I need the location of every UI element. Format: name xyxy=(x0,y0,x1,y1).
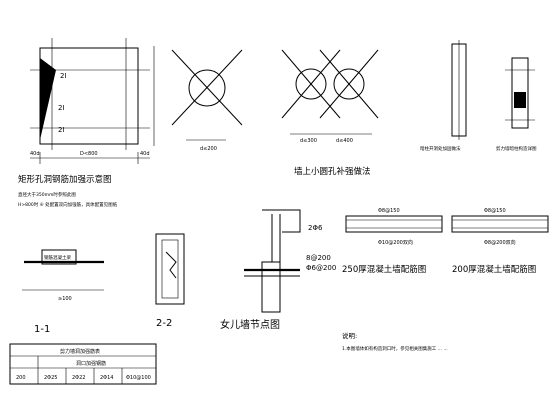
opening-outline xyxy=(39,47,139,145)
section-box xyxy=(41,249,77,265)
table-cell: 2Φ14 xyxy=(100,375,113,381)
diagonal-bar xyxy=(281,49,341,119)
section-1-box-label: 钢筋混凝土梁 xyxy=(44,254,71,261)
wall-200-title: 200厚混凝土墙配筋图 xyxy=(452,264,536,275)
parapet-title: 女儿墙节点图 xyxy=(220,318,280,331)
section-2-2: 2-2 xyxy=(155,233,185,329)
hatched-corner xyxy=(40,58,56,140)
column-outline xyxy=(511,57,529,129)
section-2-title: 2-2 xyxy=(156,318,172,329)
wall-opening-detail: 暗柱开洞处加固做法 xyxy=(420,40,467,152)
dim-40d-right: 40d xyxy=(140,151,150,157)
dim-d-300: d≤300 xyxy=(300,138,317,144)
dim-d-400: d≤400 xyxy=(336,138,353,144)
diagonal-bar xyxy=(171,49,243,126)
section-1-1: 钢筋混凝土梁 ≥100 1-1 xyxy=(22,249,104,335)
rebar-label-c: 2Ⅰ xyxy=(58,126,65,134)
rect-note-2: H>800时 ⑥ 处配置双向加强筋，具体配置见图纸 xyxy=(18,201,118,208)
section-1-title: 1-1 xyxy=(34,324,50,335)
table-cell: 2Φ22 xyxy=(72,375,85,381)
wall-outline xyxy=(451,215,549,233)
bar-6-200: Φ6@200 xyxy=(306,264,336,272)
small-hole-detail-1: d≤200 xyxy=(171,49,243,152)
rect-note-1: 直径大于350mm时参照此图 xyxy=(18,191,76,198)
wall-250-title: 250厚混凝土墙配筋图 xyxy=(342,264,426,275)
table-header: 剪力墙洞加强筋表 xyxy=(60,348,100,355)
dim-40d-left: 40d xyxy=(30,151,40,157)
wall-200-bottom-label: Φ8@200双向 xyxy=(484,239,516,246)
notes-heading: 说明: xyxy=(342,331,357,340)
circular-hole xyxy=(188,69,226,107)
section-outline xyxy=(155,233,185,305)
dim-d: D<800 xyxy=(80,151,98,157)
table-cell: 2Φ25 xyxy=(44,375,57,381)
wall-opening-title: 暗柱开洞处加固做法 xyxy=(420,145,461,152)
wall-250-top-label: Φ8@150 xyxy=(378,208,400,214)
section-1-dim: ≥100 xyxy=(58,296,72,302)
bar-2phi6: 2Φ6 xyxy=(308,224,323,232)
shear-wall-corner-title: 剪力墙暗柱构造详图 xyxy=(496,145,537,152)
rect-opening-detail: 2Ⅰ 2Ⅰ 2Ⅰ 40d D<800 40d 矩形孔洞钢筋加强示意图 直径大于3… xyxy=(18,38,155,208)
dim-d-200: d≤200 xyxy=(200,146,217,152)
table-cell: Φ10@100 xyxy=(126,375,151,381)
wall-outline xyxy=(345,215,443,233)
rebar-label-b: 2Ⅰ xyxy=(58,104,65,112)
stirrup xyxy=(161,239,179,299)
notes-line-1: 1.本图墙体如有构造洞口时，参见相关图集施工 ... ... xyxy=(342,345,448,352)
table-subheader: 洞口加强钢筋 xyxy=(76,360,106,367)
parapet-detail: 2Φ6 8@200 Φ6@200 女儿墙节点图 xyxy=(220,209,336,331)
rebar-label-a: 2Ⅰ xyxy=(60,72,67,80)
reinforcement-table: 剪力墙洞加强筋表 洞口加强钢筋 200 2Φ25 2Φ22 2Φ14 Φ10@1… xyxy=(9,343,157,385)
rect-opening-title: 矩形孔洞钢筋加强示意图 xyxy=(18,174,112,185)
wall-250-detail: Φ8@150 Φ10@200双向 250厚混凝土墙配筋图 xyxy=(342,208,443,275)
wall-250-bottom-label: Φ10@200双向 xyxy=(378,239,413,246)
small-hole-title: 墙上小圆孔补强做法 xyxy=(294,166,371,177)
wall-200-top-label: Φ8@150 xyxy=(484,208,506,214)
slab-section xyxy=(261,261,281,313)
parapet-cap xyxy=(262,209,301,233)
bar-8-200: 8@200 xyxy=(306,254,331,262)
diagonal-bar xyxy=(319,49,379,119)
small-hole-detail-2: d≤300 d≤400 墙上小圆孔补强做法 xyxy=(281,49,379,177)
table-border xyxy=(9,343,157,385)
table-cell: 200 xyxy=(16,375,26,381)
wall-200-detail: Φ8@150 Φ8@200双向 200厚混凝土墙配筋图 xyxy=(451,208,549,275)
circular-hole xyxy=(333,68,365,100)
circular-hole xyxy=(295,68,327,100)
notes-block: 说明: 1.本图墙体如有构造洞口时，参见相关图集施工 ... ... xyxy=(342,331,448,352)
bent-bar xyxy=(165,251,177,279)
shear-wall-corner-detail: 剪力墙暗柱构造详图 xyxy=(496,57,537,152)
column-core xyxy=(514,92,526,108)
